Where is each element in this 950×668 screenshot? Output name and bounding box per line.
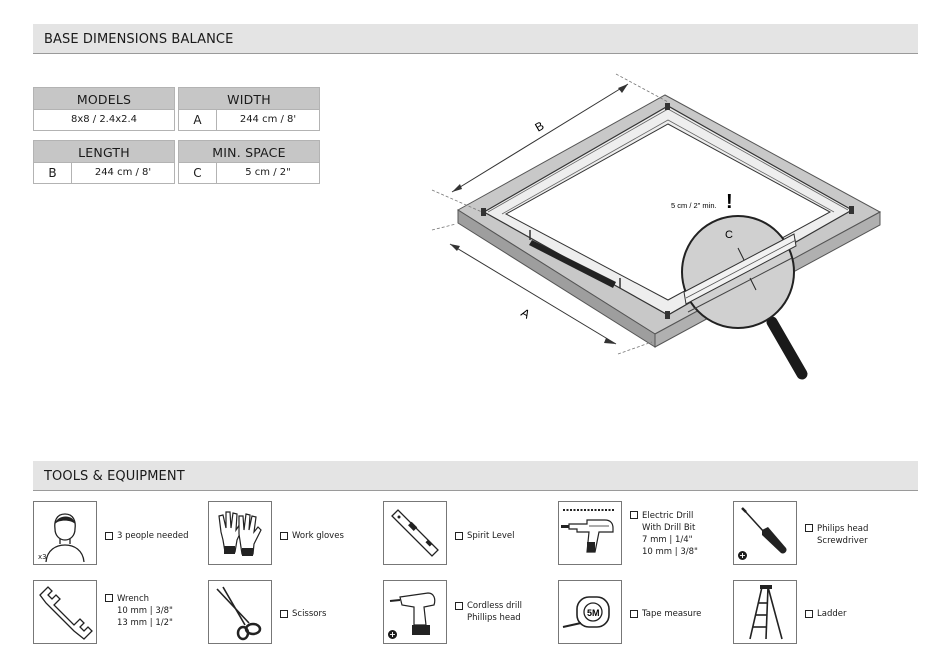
person-icon: x3 [33, 501, 97, 565]
checkbox-scissors[interactable] [280, 610, 288, 618]
screwdriver-icon: + [733, 501, 797, 565]
electric-drill-icon [558, 501, 622, 565]
tools-title: TOOLS & EQUIPMENT [44, 469, 185, 484]
checkbox-cordless-drill[interactable] [455, 602, 463, 610]
spec-min-space-head: MIN. SPACE [178, 140, 320, 163]
tool-scissors: Scissors [208, 580, 378, 644]
spec-min-space-value: 5 cm / 2" [245, 167, 291, 178]
tool-cordless-drill: + Cordless drill Phillips head [383, 580, 553, 644]
cordless-plus-icon: + [388, 630, 397, 639]
tool-label-people: 3 people needed [117, 531, 189, 541]
ladder-icon [733, 580, 797, 644]
base-frame-diagram: B A C 5 cm / 2" min. ! [420, 62, 900, 392]
checkbox-ladder[interactable] [805, 610, 813, 618]
checkbox-wrench[interactable] [105, 594, 113, 602]
spec-min-space: MIN. SPACE C 5 cm / 2" [178, 140, 320, 184]
scissors-icon [208, 580, 272, 644]
tool-label-tape-measure: Tape measure [642, 609, 702, 619]
tool-label-spirit-level: Spirit Level [467, 531, 515, 541]
tools-header: TOOLS & EQUIPMENT [33, 461, 918, 491]
spec-models: MODELS 8x8 / 2.4x2.4 [33, 87, 175, 131]
tool-label-electric-drill: Electric Drill With Drill Bit 7 mm | 1/4… [642, 511, 698, 557]
tool-ladder: Ladder [733, 580, 903, 644]
checkbox-spirit-level[interactable] [455, 532, 463, 540]
spec-width-head: WIDTH [178, 87, 320, 110]
checkbox-screwdriver[interactable] [805, 524, 813, 532]
dimension-label-a: A [519, 305, 533, 321]
base-dimensions-header: BASE DIMENSIONS BALANCE [33, 24, 918, 54]
tool-tape-measure: 5M Tape measure [558, 580, 728, 644]
tool-label-ladder: Ladder [817, 609, 847, 619]
spec-width: WIDTH A 244 cm / 8' [178, 87, 320, 131]
checkbox-electric-drill[interactable] [630, 511, 638, 519]
tool-label-cordless-drill: Cordless drill Phillips head [467, 601, 523, 623]
spec-models-head: MODELS [33, 87, 175, 110]
tape-measure-icon: 5M [558, 580, 622, 644]
cordless-drill-icon: + [383, 580, 447, 644]
checkbox-tape-measure[interactable] [630, 610, 638, 618]
tool-wrench: Wrench 10 mm | 3/8" 13 mm | 1/2" [33, 580, 203, 644]
tool-label-scissors: Scissors [292, 609, 327, 619]
spec-length-letter: B [34, 163, 72, 183]
spec-length-head: LENGTH [33, 140, 175, 163]
spec-width-letter: A [179, 110, 217, 130]
dimension-label-c: C [725, 229, 733, 241]
tool-screwdriver: + Philips head Screwdriver [733, 501, 903, 565]
spirit-level-icon [383, 501, 447, 565]
base-dimensions-title: BASE DIMENSIONS BALANCE [44, 32, 234, 47]
tool-label-wrench: Wrench 10 mm | 3/8" 13 mm | 1/2" [117, 594, 173, 628]
gloves-icon [208, 501, 272, 565]
tape-size-label: 5M [587, 608, 600, 618]
spec-models-value: 8x8 / 2.4x2.4 [70, 114, 138, 125]
min-space-note: 5 cm / 2" min. [671, 201, 717, 210]
tool-gloves: Work gloves [208, 501, 378, 565]
spec-length-value: 244 cm / 8' [94, 167, 152, 178]
tool-electric-drill: Electric Drill With Drill Bit 7 mm | 1/4… [558, 501, 728, 565]
spec-min-space-letter: C [179, 163, 217, 183]
spec-width-value: 244 cm / 8' [239, 114, 297, 125]
base-frame-illustration: B A C 5 cm / 2" min. ! [431, 73, 882, 380]
tool-people: x3 3 people needed [33, 501, 203, 565]
wrench-icon [33, 580, 97, 644]
tool-spirit-level: Spirit Level [383, 501, 553, 565]
tool-label-gloves: Work gloves [292, 531, 344, 541]
spec-length: LENGTH B 244 cm / 8' [33, 140, 175, 184]
checkbox-gloves[interactable] [280, 532, 288, 540]
phillips-plus-icon: + [738, 551, 747, 560]
dimension-label-b: B [533, 118, 547, 134]
checkbox-people[interactable] [105, 532, 113, 540]
tool-label-screwdriver: Philips head Screwdriver [817, 524, 869, 546]
people-count-badge: x3 [38, 553, 47, 561]
warning-exclaim: ! [726, 191, 733, 213]
